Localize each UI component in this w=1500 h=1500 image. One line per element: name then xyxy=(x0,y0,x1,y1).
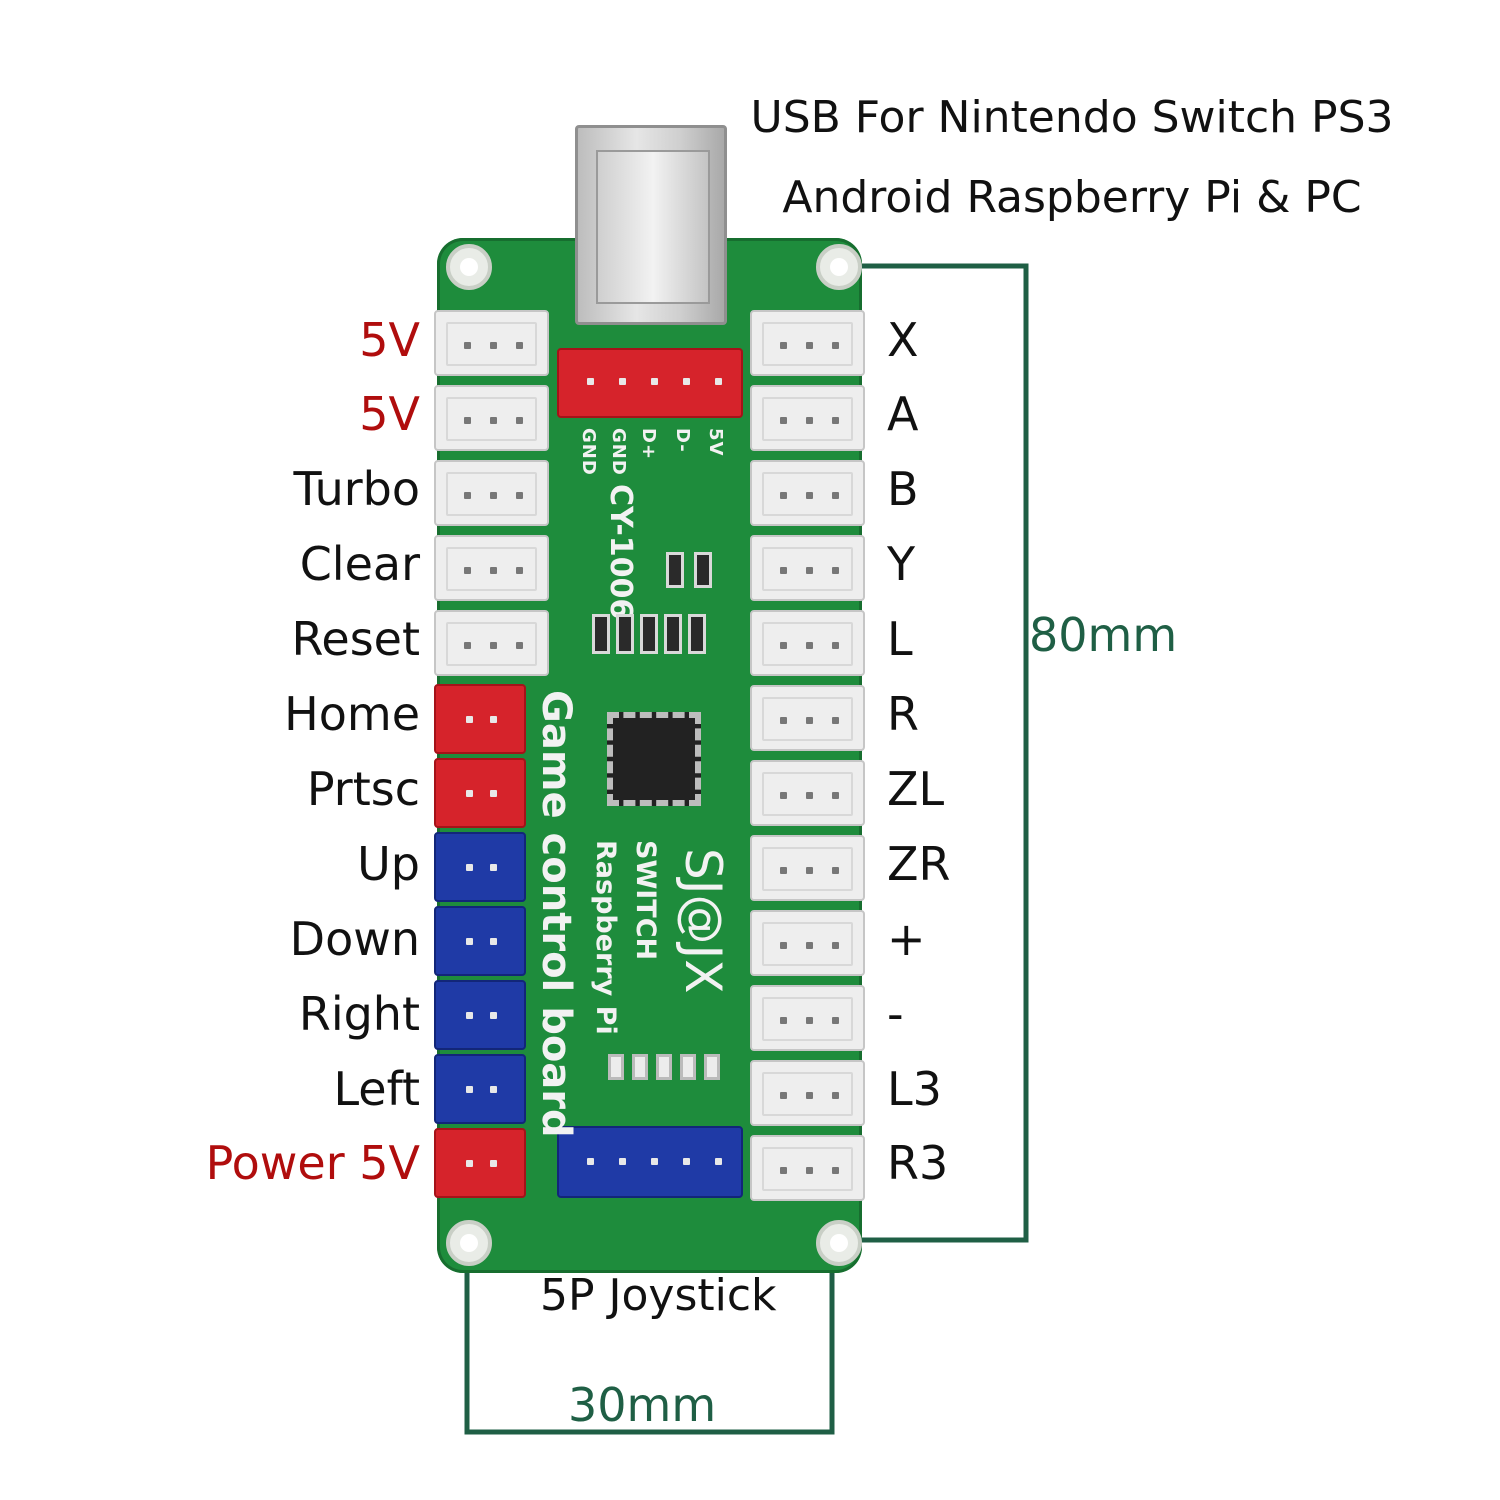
right-connector-2 xyxy=(750,385,865,451)
mount-hole-top-right xyxy=(816,244,862,290)
left-label-home: Home xyxy=(284,687,420,741)
header-line-1: USB For Nintendo Switch PS3 xyxy=(750,92,1394,143)
mount-hole-top-left xyxy=(446,244,492,290)
right-label-plus: + xyxy=(887,912,926,966)
pcb-model-label: CY-1006 xyxy=(603,484,638,620)
led-2 xyxy=(632,1054,648,1080)
left-connector-3 xyxy=(434,460,549,526)
pcb-sub1-label: Raspberry Pi xyxy=(590,840,621,1035)
left-label-5v-2: 5V xyxy=(359,387,420,441)
height-dimension-label: 80mm xyxy=(1029,608,1178,662)
right-label-r3: R3 xyxy=(887,1136,949,1190)
left-connector-6 xyxy=(434,684,526,754)
right-connector-12 xyxy=(750,1135,865,1201)
pcb-pin-label-1: GND xyxy=(578,428,599,476)
usb-header-connector xyxy=(557,348,743,418)
right-label-zr: ZR xyxy=(887,837,951,891)
left-label-power-5v: Power 5V xyxy=(205,1136,420,1190)
smd-resistor-2 xyxy=(694,552,712,588)
pcb-pin-label-4: D- xyxy=(672,428,693,453)
mount-hole-bottom-right xyxy=(816,1220,862,1266)
led-3 xyxy=(656,1054,672,1080)
left-label-reset: Reset xyxy=(291,612,421,666)
right-connector-10 xyxy=(750,985,865,1051)
right-connector-8 xyxy=(750,835,865,901)
right-connector-7 xyxy=(750,760,865,826)
joystick-header-connector xyxy=(557,1126,743,1198)
usb-b-port xyxy=(575,125,727,325)
pcb-pin-label-3: D+ xyxy=(638,428,659,461)
left-label-prtsc: Prtsc xyxy=(306,762,420,816)
left-connector-4 xyxy=(434,535,549,601)
height-dimension-line xyxy=(840,263,1029,1243)
led-5 xyxy=(704,1054,720,1080)
led-1 xyxy=(608,1054,624,1080)
smd-component-4 xyxy=(664,614,682,654)
smd-resistor-1 xyxy=(666,552,684,588)
left-connector-11 xyxy=(434,1054,526,1124)
left-connector-1 xyxy=(434,310,549,376)
header-line-2: Android Raspberry Pi & PC xyxy=(782,172,1362,223)
right-label-x: X xyxy=(887,313,919,367)
right-connector-3 xyxy=(750,460,865,526)
joystick-label: 5P Joystick xyxy=(540,1270,777,1321)
right-label-l: L xyxy=(887,612,913,666)
right-connector-11 xyxy=(750,1060,865,1126)
right-connector-4 xyxy=(750,535,865,601)
right-label-y: Y xyxy=(887,537,916,591)
left-label-left: Left xyxy=(333,1062,420,1116)
pcb-brand-label: SJ@JX xyxy=(674,848,732,994)
left-connector-9 xyxy=(434,906,526,976)
smd-component-5 xyxy=(688,614,706,654)
left-label-turbo: Turbo xyxy=(293,462,420,516)
right-connector-6 xyxy=(750,685,865,751)
left-label-clear: Clear xyxy=(299,537,420,591)
left-connector-2 xyxy=(434,385,549,451)
right-label-zl: ZL xyxy=(887,762,945,816)
pcb-title-label: Game control board xyxy=(533,690,579,1138)
pcb-sub2-label: SWITCH xyxy=(630,840,661,961)
right-label-minus: - xyxy=(887,987,904,1041)
smd-component-2 xyxy=(616,614,634,654)
smd-component-3 xyxy=(640,614,658,654)
smd-component-1 xyxy=(592,614,610,654)
right-label-l3: L3 xyxy=(887,1062,942,1116)
right-label-r: R xyxy=(887,687,919,741)
left-label-5v-1: 5V xyxy=(359,313,420,367)
left-label-right: Right xyxy=(298,987,420,1041)
right-label-b: B xyxy=(887,462,919,516)
right-connector-1 xyxy=(750,310,865,376)
left-connector-7 xyxy=(434,758,526,828)
right-label-a: A xyxy=(887,387,919,441)
width-dimension-label: 30mm xyxy=(568,1378,717,1432)
right-connector-9 xyxy=(750,910,865,976)
left-connector-10 xyxy=(434,980,526,1050)
microcontroller-chip xyxy=(607,712,701,806)
pcb-pin-label-2: GND xyxy=(608,428,629,476)
led-4 xyxy=(680,1054,696,1080)
left-label-down: Down xyxy=(289,912,420,966)
left-connector-8 xyxy=(434,832,526,902)
mount-hole-bottom-left xyxy=(446,1220,492,1266)
left-connector-5 xyxy=(434,610,549,676)
pcb-pin-label-5: 5V xyxy=(705,428,726,457)
width-dimension-line xyxy=(464,1255,835,1435)
right-connector-5 xyxy=(750,610,865,676)
left-connector-12 xyxy=(434,1128,526,1198)
left-label-up: Up xyxy=(357,837,420,891)
